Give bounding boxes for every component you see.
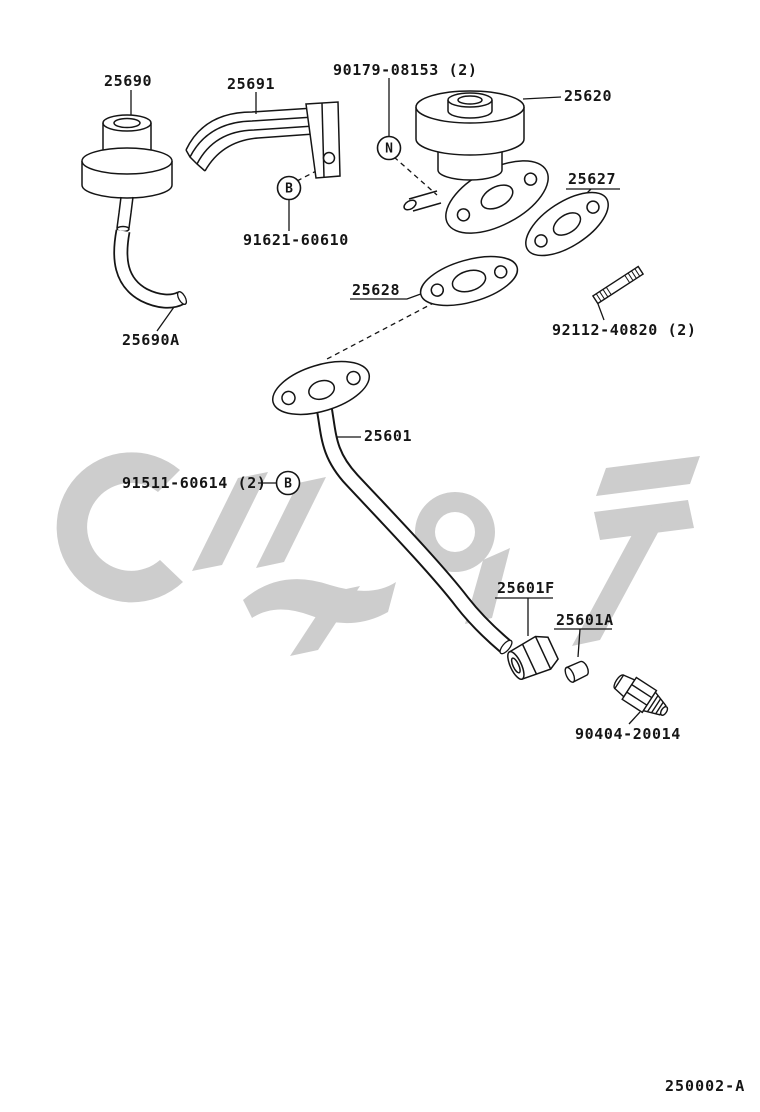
watermark-slash: [290, 586, 360, 656]
dash-leader-gasket-to-flange: [326, 297, 444, 360]
valve-flange-bolt-hole: [523, 172, 538, 186]
dash-leader-n-to-valve: [393, 156, 438, 196]
flange-bolt-hole: [346, 370, 361, 386]
label-25690A: 25690A: [122, 331, 180, 349]
leader-25601A: [554, 628, 612, 658]
label-25690: 25690: [104, 72, 152, 90]
valve-flange-bolt-hole: [456, 208, 471, 222]
clamp-bracket-fold: [321, 103, 325, 178]
gasket-bolt-hole: [534, 234, 548, 248]
balloon-b-letter: B: [284, 477, 292, 492]
modulator-cap-top: [102, 114, 152, 132]
balloon-n-letter: N: [385, 142, 393, 157]
watermark-slash: [256, 477, 326, 568]
watermark-bar: [596, 456, 700, 496]
valve-side-nipple: [408, 190, 442, 212]
label-90404-20014: 90404-20014: [575, 725, 681, 743]
clamp-strip: [204, 133, 315, 172]
part-stud-bolt: [591, 265, 645, 305]
balloon-b-letter: B: [285, 182, 293, 197]
valve-flange-port: [480, 184, 514, 210]
modulator-stem: [116, 196, 134, 229]
part-vacuum-hose: [113, 229, 188, 309]
pipe-open-end: [499, 639, 513, 655]
watermark-slash: [572, 514, 668, 646]
label-25627: 25627: [568, 170, 616, 188]
leader-90404: [628, 711, 641, 725]
label-90179-08153: 90179-08153 (2): [333, 61, 477, 79]
fitting-hex-facets: [626, 684, 653, 706]
watermark-crescent: [56, 452, 184, 603]
part-clamp-bracket: [185, 101, 341, 179]
clamp-strip: [185, 107, 315, 151]
gasket-bolt-hole: [493, 265, 508, 279]
valve-top-port: [447, 92, 493, 108]
balloon-b-circle: [275, 470, 301, 496]
nut-facets: [521, 636, 552, 675]
part-egr-valve: [403, 90, 549, 234]
valve-nipple-end: [403, 199, 417, 211]
flange-center-hole: [308, 379, 336, 401]
watermark-tail: [465, 548, 510, 624]
gasket-bolt-hole: [430, 283, 445, 297]
clamp-bracket-hole: [322, 151, 336, 165]
label-25601F: 25601F: [497, 579, 555, 597]
part-union-nut: [507, 635, 559, 680]
balloon-b-upper: B: [276, 175, 302, 201]
part-egr-vacuum-modulator: [81, 114, 173, 233]
pipe-flange: [271, 360, 371, 416]
part-pipe-bush: [564, 660, 589, 684]
label-92112-40820: 92112-40820 (2): [552, 321, 696, 339]
clamp-strip: [196, 125, 315, 165]
valve-top-port-inner: [457, 95, 483, 105]
label-25620: 25620: [564, 87, 612, 105]
gasket-center-hole: [451, 269, 487, 293]
fitting-tip: [659, 706, 669, 716]
gasket-bolt-hole: [586, 200, 600, 214]
part-gasket-25627: [525, 191, 609, 257]
hose-fill: [115, 229, 184, 307]
drawing-number: 250002-A: [665, 1077, 745, 1095]
balloon-n-circle: [376, 135, 402, 161]
nut-bore: [510, 657, 521, 674]
clamp-strip: [189, 116, 315, 158]
valve-collar: [437, 148, 503, 181]
part-gasket-25628: [419, 255, 519, 307]
watermark-wave: [243, 579, 396, 624]
leader-25601F: [495, 597, 553, 636]
modulator-cap-ring: [113, 117, 141, 129]
label-25601: 25601: [364, 427, 412, 445]
part-union-fitting: [613, 674, 669, 716]
part-egr-pipe: [312, 390, 513, 655]
balloon-b-circle: [276, 175, 302, 201]
stud-threads: [595, 268, 641, 302]
label-25691: 25691: [227, 75, 275, 93]
hose-open-end: [176, 291, 188, 305]
balloon-n: N: [376, 135, 402, 161]
pipe-fill: [314, 390, 510, 651]
bush-face: [564, 666, 576, 683]
stud-shank: [591, 265, 645, 305]
flange-bolt-hole: [281, 390, 296, 406]
label-91621-60610: 91621-60610: [243, 231, 349, 249]
leader-25690A: [156, 306, 175, 332]
modulator-disc-top: [81, 147, 173, 175]
fitting-threads: [646, 695, 664, 714]
watermark-logo: [56, 452, 700, 656]
leader-92112: [597, 303, 605, 321]
label-91511-60614: 91511-60614 (2): [122, 474, 266, 492]
watermark-ring: [415, 492, 495, 572]
balloon-b-lower: B: [275, 470, 301, 496]
label-25601A: 25601A: [556, 611, 614, 629]
label-25628: 25628: [352, 281, 400, 299]
clamp-strip-ends: [185, 149, 206, 172]
gasket-center-hole: [552, 212, 582, 236]
leader-25620: [522, 96, 562, 100]
watermark-slash: [192, 472, 268, 571]
